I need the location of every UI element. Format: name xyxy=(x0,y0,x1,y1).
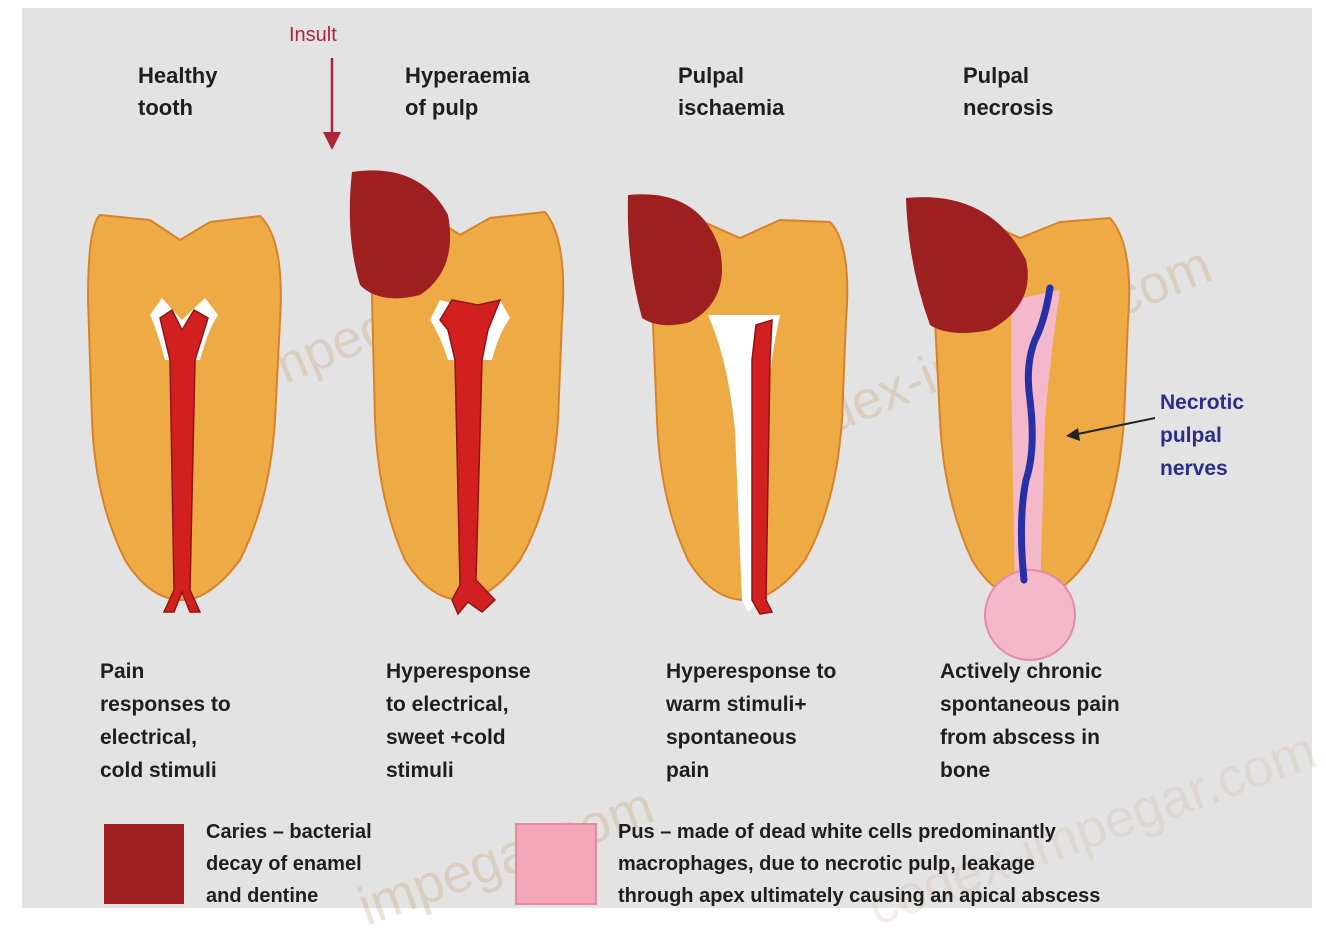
stage-3-title: Pulpal ischaemia xyxy=(678,60,784,124)
stage-1-title: Healthy tooth xyxy=(138,60,217,124)
caries xyxy=(628,194,722,325)
insult-arrowhead xyxy=(323,132,341,150)
stage-4-description: Actively chronic spontaneous pain from a… xyxy=(940,655,1120,787)
legend-pus-swatch xyxy=(516,824,596,904)
tooth-hyperaemia xyxy=(350,170,563,614)
apical-abscess xyxy=(985,570,1075,660)
stage-3-description: Hyperesponse to warm stimuli+ spontaneou… xyxy=(666,655,836,787)
necrotic-nerves-label: Necrotic pulpal nerves xyxy=(1160,386,1244,485)
tooth-ischaemia xyxy=(628,194,848,614)
insult-label: Insult xyxy=(289,24,337,47)
stage-1-description: Pain responses to electrical, cold stimu… xyxy=(100,655,231,787)
legend-pus-text: Pus – made of dead white cells predomina… xyxy=(618,816,1100,912)
caries xyxy=(906,197,1028,333)
tooth-healthy xyxy=(88,215,281,612)
stage-2-title: Hyperaemia of pulp xyxy=(405,60,530,124)
stage-2-description: Hyperesponse to electrical, sweet +cold … xyxy=(386,655,531,787)
legend-caries-swatch xyxy=(104,824,184,904)
legend-caries-text: Caries – bacterial decay of enamel and d… xyxy=(206,816,372,912)
stage-4-title: Pulpal necrosis xyxy=(963,60,1054,124)
caries xyxy=(350,170,450,298)
tooth-necrosis xyxy=(906,197,1155,660)
